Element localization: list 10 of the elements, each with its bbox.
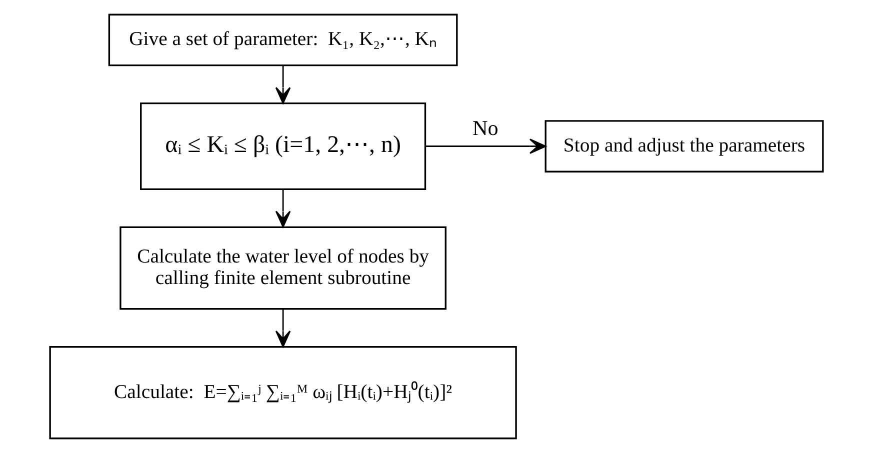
arrow [275, 308, 291, 347]
arrow [275, 64, 291, 104]
node-box: Give a set of parameter: K₁, K₂,⋯, Kₙ [108, 13, 458, 66]
arrow [275, 188, 291, 228]
arrow [426, 138, 546, 154]
node-box: Stop and adjust the parameters [544, 120, 824, 172]
node-box: Calculate the water level of nodes by calling finite element subroutine [120, 226, 446, 310]
edge-label: No [472, 115, 498, 140]
node-box: Calculate: E=∑ᵢ₌₁ʲ ∑ᵢ₌₁ᴹ ωᵢⱼ [Hᵢ(tᵢ)+Hⱼ⁰(tᵢ)]² [49, 346, 517, 439]
node-box: αᵢ ≤ Kᵢ ≤ βᵢ (i=1, 2,⋯, n) [140, 102, 426, 190]
